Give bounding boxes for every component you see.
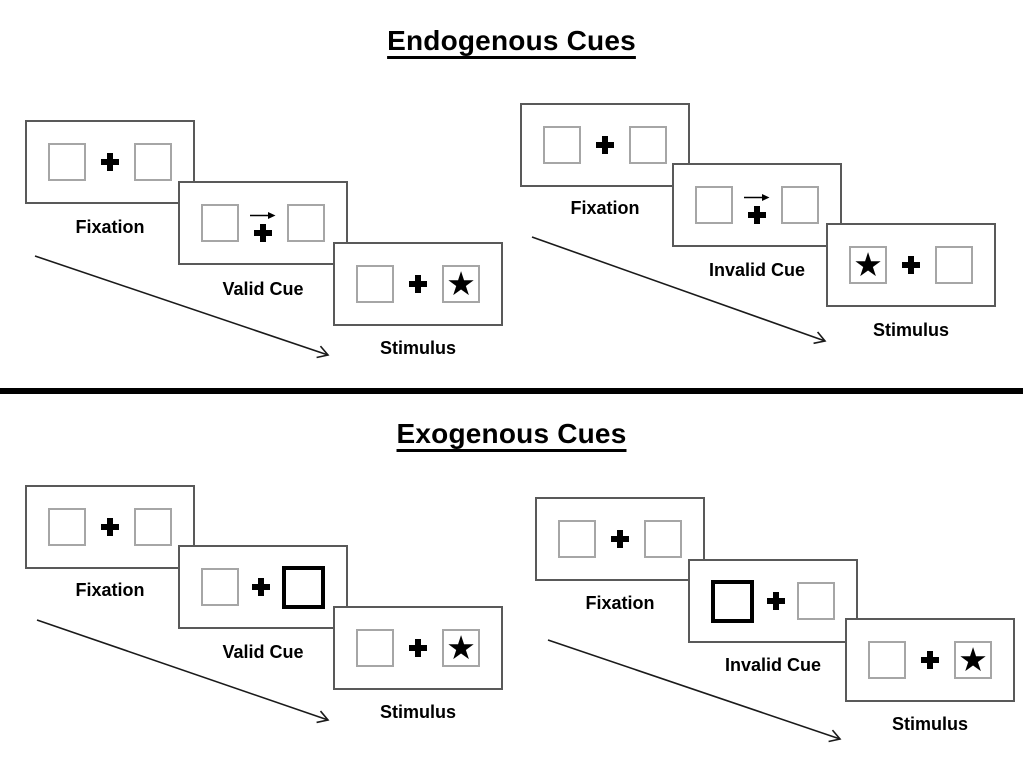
panel-label-stimulus: Stimulus — [872, 320, 949, 340]
star-stimulus-icon: ★ — [958, 639, 988, 679]
panel-label-fixation: Fixation — [570, 198, 640, 218]
endogenous-valid-time-arrow-icon — [34, 255, 330, 359]
cue-arrow-right-icon — [744, 193, 770, 201]
exogenous-invalid-cue-panel — [688, 559, 858, 643]
placeholder-box-right — [797, 582, 835, 620]
star-stimulus-icon: ★ — [446, 627, 476, 667]
placeholder-box-left — [558, 520, 596, 558]
fixation-cross-icon — [101, 518, 119, 536]
placeholder-box-right — [935, 246, 973, 284]
placeholder-box-left — [48, 143, 86, 181]
panel-label-stimulus: Stimulus — [379, 338, 456, 358]
fixation-cross-icon — [921, 651, 939, 669]
placeholder-box-right: ★ — [954, 641, 992, 679]
panel-label-fixation: Fixation — [75, 217, 145, 237]
endogenous-invalid-time-arrow-icon — [531, 236, 827, 345]
placeholder-box-right — [134, 143, 172, 181]
placeholder-box-left — [543, 126, 581, 164]
placeholder-box-right: ★ — [442, 629, 480, 667]
endogenous-valid-cue-panel — [178, 181, 348, 265]
panel-label-cue: Invalid Cue — [724, 655, 822, 675]
placeholder-box-left — [695, 186, 733, 224]
central-cue — [250, 211, 276, 242]
fixation-cross-icon — [766, 592, 785, 610]
central-cue — [744, 193, 770, 224]
panel-label-cue: Valid Cue — [222, 642, 304, 662]
placeholder-box-left — [201, 568, 239, 606]
placeholder-box-left — [356, 629, 394, 667]
fixation-cross-icon — [409, 639, 427, 657]
placeholder-box-right — [781, 186, 819, 224]
placeholder-box-right — [134, 508, 172, 546]
section-divider — [0, 388, 1023, 394]
fixation-cross-icon — [251, 578, 270, 596]
fixation-cross-icon — [596, 136, 614, 154]
endogenous-valid-stimulus-panel: ★ — [333, 242, 503, 326]
section-title-exogenous: Exogenous Cues — [396, 418, 627, 449]
endogenous-invalid-fixation-panel — [520, 103, 690, 187]
endogenous-invalid-stimulus-panel: ★ — [826, 223, 996, 307]
fixation-cross-icon — [254, 223, 272, 242]
placeholder-box-left — [356, 265, 394, 303]
exogenous-valid-cue-panel — [178, 545, 348, 629]
placeholder-box-left — [868, 641, 906, 679]
endogenous-valid-fixation-panel — [25, 120, 195, 204]
exogenous-invalid-stimulus-panel: ★ — [845, 618, 1015, 702]
fixation-cross-icon — [409, 275, 427, 293]
placeholder-box-right — [287, 204, 325, 242]
panel-label-fixation: Fixation — [585, 593, 655, 613]
exogenous-invalid-time-arrow-icon — [547, 639, 842, 743]
placeholder-box-left — [201, 204, 239, 242]
panel-label-fixation: Fixation — [75, 580, 145, 600]
panel-label-stimulus: Stimulus — [891, 714, 968, 734]
star-stimulus-icon: ★ — [446, 263, 476, 303]
fixation-cross-icon — [611, 530, 629, 548]
panel-label-cue: Valid Cue — [222, 279, 304, 299]
fixation-cross-icon — [902, 256, 920, 274]
star-stimulus-icon: ★ — [853, 244, 883, 284]
cue-arrow-right-icon — [250, 211, 276, 219]
exogenous-invalid-fixation-panel — [535, 497, 705, 581]
exogenous-valid-stimulus-panel: ★ — [333, 606, 503, 690]
placeholder-box-right: ★ — [442, 265, 480, 303]
placeholder-box-right — [629, 126, 667, 164]
fixation-cross-icon — [748, 205, 766, 224]
panel-label-cue: Invalid Cue — [708, 260, 806, 280]
placeholder-box-left: ★ — [849, 246, 887, 284]
cued-box-right — [282, 565, 325, 609]
exogenous-valid-time-arrow-icon — [36, 619, 330, 724]
exogenous-valid-fixation-panel — [25, 485, 195, 569]
endogenous-invalid-cue-panel — [672, 163, 842, 247]
fixation-cross-icon — [101, 153, 119, 171]
panel-label-stimulus: Stimulus — [379, 702, 456, 722]
placeholder-box-right — [644, 520, 682, 558]
placeholder-box-left — [48, 508, 86, 546]
cued-box-left — [711, 579, 754, 623]
section-title-endogenous: Endogenous Cues — [387, 25, 636, 56]
